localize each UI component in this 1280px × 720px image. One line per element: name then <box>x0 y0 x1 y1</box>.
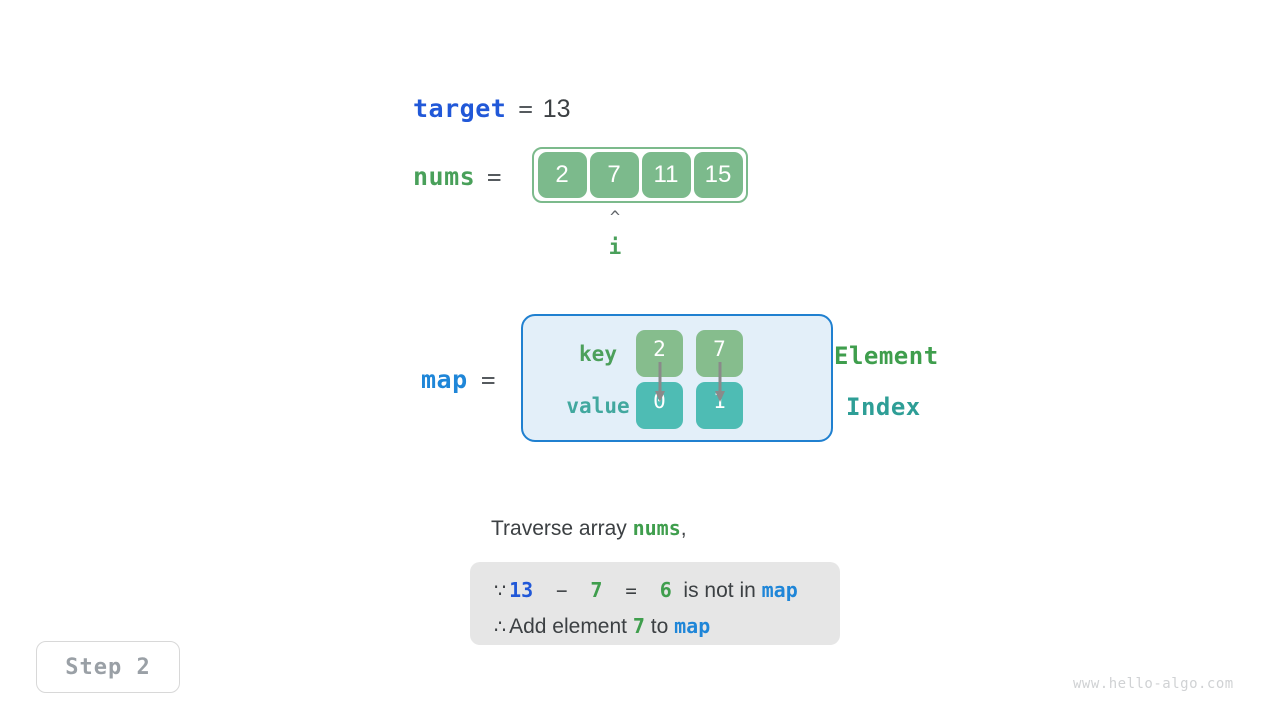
nums-variable-name: nums <box>413 162 476 191</box>
map-key-cell-text: 7 <box>713 336 726 361</box>
key-to-value-arrow-icon <box>715 362 725 402</box>
index-pointer-caret-icon: ^ <box>609 208 621 228</box>
therefore-symbol-icon: ∴ <box>494 617 507 638</box>
caption-text: Traverse array nums, <box>491 516 687 541</box>
because-symbol-icon: ∵ <box>494 581 507 602</box>
note-target-value: 13 <box>509 578 534 602</box>
nums-cell: 2 <box>537 152 587 198</box>
map-row-label-value: value <box>566 394 630 418</box>
nums-cell: 7 <box>589 152 639 198</box>
caption-prefix: Traverse array <box>491 517 633 540</box>
caption-highlight-nums: nums <box>632 516 681 540</box>
note-line2-text-middle: to <box>650 615 669 638</box>
nums-equals-sign: = <box>487 163 502 191</box>
map-key-cell-text: 2 <box>653 336 666 361</box>
map-container: key value 2 7 0 1 <box>521 314 833 442</box>
nums-cell: 11 <box>641 152 691 198</box>
map-value-cell: 1 <box>696 382 743 429</box>
target-value: 13 <box>542 95 571 123</box>
legend-index-label: Index <box>846 393 921 421</box>
note-line1-text: is not in <box>683 579 756 602</box>
caption-suffix: , <box>680 517 687 540</box>
note-map-reference: map <box>761 578 798 602</box>
map-variable-name: map <box>421 365 468 394</box>
map-row-label-key: key <box>579 342 617 366</box>
note-line2-text-before: Add element <box>509 615 628 638</box>
legend-element-label: Element <box>834 342 939 370</box>
explanation-note-box: ∵13 − 7 = 6 is not in map ∴Add element 7… <box>470 562 840 645</box>
note-line-because: ∵13 − 7 = 6 is not in map <box>494 573 840 609</box>
key-to-value-arrow-icon <box>655 362 665 402</box>
nums-array: 2 7 11 15 <box>532 147 748 203</box>
note-minus-operator: − <box>556 580 568 602</box>
map-equals-sign: = <box>481 366 496 394</box>
note-equals-operator: = <box>625 580 637 602</box>
watermark: www.hello-algo.com <box>1073 676 1234 692</box>
note-added-element: 7 <box>632 614 645 638</box>
index-pointer-label: i <box>608 235 622 259</box>
note-map-reference: map <box>674 614 711 638</box>
target-variable-row: target = 13 <box>413 94 571 124</box>
note-line-therefore: ∴Add element 7 to map <box>494 609 840 645</box>
note-complement-value: 6 <box>659 578 672 602</box>
target-variable-name: target <box>413 94 507 123</box>
target-equals-sign: = <box>518 95 533 123</box>
note-current-element: 7 <box>590 578 603 602</box>
step-badge: Step 2 <box>36 641 180 693</box>
nums-cell: 15 <box>693 152 743 198</box>
